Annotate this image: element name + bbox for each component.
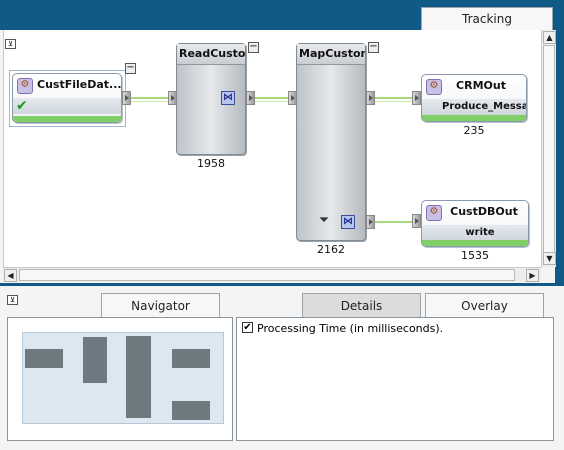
horizontal-scrollbar[interactable]: ◀ ▶ (3, 267, 541, 282)
frame-border-right (555, 30, 564, 286)
processing-time-checkbox[interactable]: ✔ (242, 322, 253, 333)
collapse-node-toggle[interactable]: − (368, 41, 379, 53)
check-icon: ✔ (16, 98, 28, 114)
gear-icon: ⚙ (426, 205, 442, 221)
output-port[interactable] (246, 91, 255, 105)
horizontal-scroll-thumb[interactable] (19, 269, 515, 281)
output-port[interactable] (122, 91, 131, 105)
output-port[interactable] (366, 215, 375, 229)
minimap-node (172, 401, 210, 420)
status-bar (422, 240, 528, 246)
scroll-corner (541, 267, 555, 283)
connector-wire (374, 221, 419, 223)
connector-wire (254, 97, 296, 99)
node-count: 1958 (197, 157, 225, 170)
tab-navigator[interactable]: Navigator (101, 293, 220, 318)
scroll-down-icon[interactable]: ▼ (543, 252, 556, 265)
node-count: 235 (463, 124, 485, 137)
node-subtitle: write (422, 225, 528, 241)
node-title: CRMOut (456, 79, 506, 92)
input-port[interactable] (412, 91, 421, 105)
collapse-node-toggle[interactable]: − (125, 62, 136, 74)
status-bar (13, 116, 121, 122)
frame-border-bottom (0, 283, 564, 286)
scroll-left-icon[interactable]: ◀ (4, 269, 17, 282)
node-title: MapCustome (297, 44, 365, 65)
collapse-node-toggle[interactable]: − (248, 41, 259, 53)
connector-wire (131, 97, 177, 99)
details-panel (236, 317, 554, 441)
input-port[interactable] (412, 214, 421, 228)
node-subtitle (13, 98, 121, 114)
minimap-node (83, 337, 107, 383)
status-bar (422, 115, 526, 121)
collapse-bottom-toggle[interactable]: ⊻ (7, 295, 18, 305)
connector-wire (374, 101, 419, 102)
processing-time-label: Processing Time (in milliseconds). (257, 322, 444, 335)
minimap-node (172, 349, 210, 368)
node-title: ReadCustom (177, 44, 245, 65)
filter-icon: ⏷ (318, 213, 330, 228)
vertical-scrollbar[interactable]: ▲ ▼ (541, 30, 556, 267)
node-count: 2162 (317, 243, 345, 256)
transform-icon: ⋈ (341, 215, 355, 229)
connector-wire (254, 101, 296, 102)
node-custdbout[interactable]: ⚙ CustDBOut ✔ write (421, 200, 529, 247)
tab-tracking[interactable]: Tracking (421, 7, 553, 31)
node-title: CustDBOut (450, 205, 518, 218)
scroll-right-icon[interactable]: ▶ (526, 269, 539, 282)
navigator-minimap[interactable] (22, 332, 224, 424)
gear-icon: ⚙ (426, 79, 442, 95)
tab-details[interactable]: Details (302, 293, 421, 318)
node-crmout[interactable]: ⚙ CRMOut ✔ Produce_Messa (421, 74, 527, 122)
node-count: 1535 (461, 249, 489, 262)
node-title: CustFileDat... (37, 78, 121, 91)
node-mapcustome[interactable]: MapCustome (296, 43, 366, 241)
node-subtitle: Produce_Messa (422, 99, 526, 115)
node-readcustom[interactable]: ReadCustom (176, 43, 246, 155)
node-custfiledat[interactable]: ⚙ CustFileDat... ✔ (12, 73, 122, 123)
vertical-scroll-thumb[interactable] (543, 45, 555, 260)
connector-wire (131, 101, 177, 102)
minimap-node (25, 349, 63, 368)
connector-wire (374, 97, 419, 99)
gear-icon: ⚙ (17, 78, 33, 94)
collapse-canvas-toggle[interactable]: ⊻ (5, 39, 16, 49)
scroll-up-icon[interactable]: ▲ (543, 31, 556, 44)
tab-overlay[interactable]: Overlay (425, 293, 544, 318)
minimap-node (126, 336, 151, 418)
transform-icon: ⋈ (221, 91, 235, 105)
output-port[interactable] (366, 91, 375, 105)
